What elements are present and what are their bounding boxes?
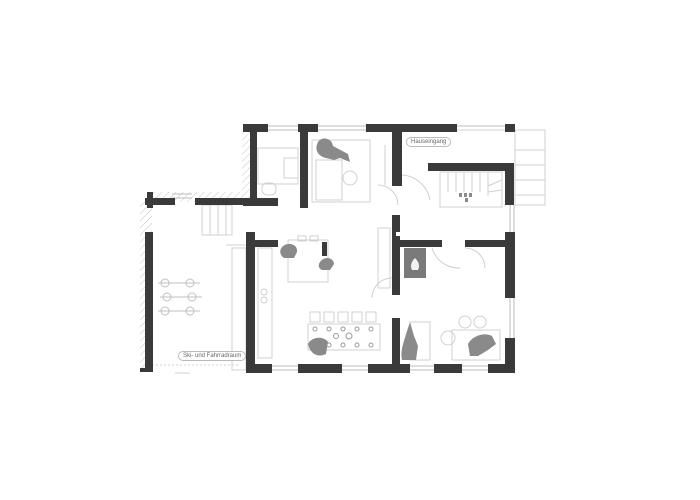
bikes [158, 278, 202, 316]
furniture-outlines [152, 129, 546, 374]
person-armchair-icon [468, 334, 496, 356]
room-label-ski-bike-room: Ski- und Fahrradraum [178, 351, 247, 361]
column-marker [396, 232, 400, 236]
walls [140, 124, 515, 373]
windows [172, 125, 515, 371]
fireplace [404, 248, 426, 278]
person-standing-icon [401, 322, 418, 360]
place-settings [312, 326, 374, 348]
person-reclining-icon [316, 138, 350, 162]
person-dining-icon [308, 337, 328, 356]
people-figures [280, 138, 496, 360]
room-label-entrance: Hauseingang [406, 137, 452, 147]
shoe-marks [459, 193, 472, 202]
person-sitting-icon [318, 257, 334, 270]
person-chair-icon [280, 243, 298, 258]
flame-icon [411, 258, 419, 270]
hatched-exterior [140, 130, 252, 370]
